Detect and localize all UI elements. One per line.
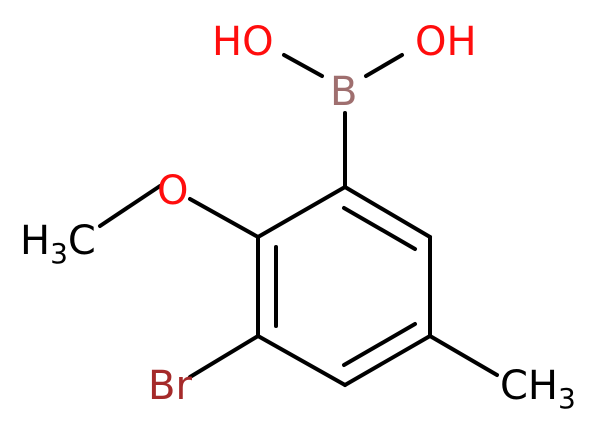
ring-methyl-ch: CH bbox=[500, 363, 558, 409]
bond-boron-o-right bbox=[364, 53, 404, 78]
bromine-label: Br bbox=[148, 363, 192, 409]
bonds bbox=[98, 53, 499, 387]
methoxy-methyl-label: H3C bbox=[20, 218, 96, 270]
bond-ring-inner-right bbox=[342, 206, 417, 251]
bond-c6-methoxy-o bbox=[188, 197, 260, 239]
bond-ring-c1-c2 bbox=[343, 185, 432, 239]
bond-methoxy-o-c bbox=[98, 184, 162, 228]
boron-label: B bbox=[330, 69, 357, 115]
ring-methyl-label: CH3 bbox=[500, 363, 576, 415]
bond-boron-o-left bbox=[282, 53, 324, 78]
bond-c5-bromine bbox=[188, 334, 260, 379]
methoxy-methyl-h: H bbox=[20, 218, 50, 264]
bond-ring-inner-bottom bbox=[342, 322, 417, 367]
hydroxyl-left-label: HO bbox=[212, 19, 274, 65]
bond-ring-c3-c4 bbox=[343, 334, 432, 387]
methoxy-oxygen-label: O bbox=[157, 168, 188, 214]
methoxy-methyl-subscript: 3 bbox=[50, 237, 68, 270]
bond-c3-methyl bbox=[428, 334, 499, 377]
bond-ring-c6-c1 bbox=[256, 185, 347, 239]
hydroxyl-right-label: OH bbox=[415, 19, 477, 65]
bond-ring-c4-c5 bbox=[256, 334, 347, 387]
ring-methyl-subscript: 3 bbox=[558, 382, 576, 415]
methoxy-methyl-c: C bbox=[68, 218, 96, 264]
atom-labels: HO OH B O H3C Br CH3 bbox=[20, 19, 576, 415]
